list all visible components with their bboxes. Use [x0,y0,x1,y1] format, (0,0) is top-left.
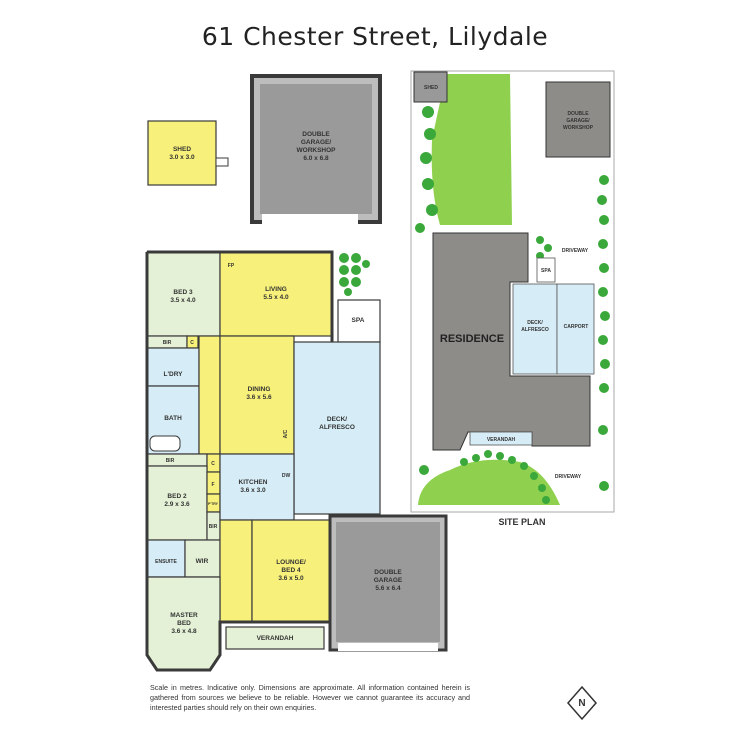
living-label: LIVING [265,286,287,293]
floor-plan-trees [339,253,370,296]
dining-label: DINING [248,386,271,393]
residence-label: RESIDENCE [440,333,504,345]
site-deck-label-1: DECK/ [527,320,543,326]
lounge-size: 3.6 x 5.0 [278,575,304,582]
site-workshop-label-1: DOUBLE [567,111,589,117]
site-deck-label-2: ALFRESCO [521,327,549,333]
living-room: FP LIVING 5.5 x 4.0 [219,251,333,337]
ac-label: A/C [283,429,289,438]
workshop-label-3: WORKSHOP [297,147,337,154]
wir-label: WIR [196,558,209,565]
bed2-room: BED 2 2.9 x 3.6 [146,465,208,541]
garage-room: DOUBLE GARAGE 5.6 x 6.4 [328,514,448,652]
deck-label-1: DECK/ [327,416,347,423]
bed3-size: 3.5 x 4.0 [170,297,196,304]
bir-label-2: BIR [166,458,175,464]
verandah-area: VERANDAH [225,626,325,650]
laundry-room: L'DRY [146,347,200,387]
bed3-label: BED 3 [173,289,193,296]
garage-label-1: DOUBLE [374,569,402,576]
lounge-label-1: LOUNGE/ [276,559,306,566]
shed-label: SHED [173,146,191,153]
workshop-label-2: GARAGE/ [301,139,332,146]
pantry-label: P'TRY [208,502,219,506]
workshop-label-1: DOUBLE [302,131,330,138]
bir-label-1: BIR [163,340,172,346]
site-plan-caption: SITE PLAN [498,517,545,527]
fridge-label: F [211,482,214,488]
kitchen-label: KITCHEN [239,479,268,486]
master-bed-room: MASTER BED 3.6 x 4.8 [146,576,221,671]
kitchen-room: KITCHEN 3.6 x 3.0 DW [219,453,295,521]
page-title: 61 Chester Street, Lilydale [201,22,549,51]
dining-size: 3.6 x 5.6 [246,394,272,401]
site-driveway-top-label: DRIVEWAY [562,248,589,254]
disclaimer-text: Scale in metres. Indicative only. Dimens… [150,683,470,712]
site-verandah-label: VERANDAH [487,437,516,443]
compass-label: N [578,698,585,709]
cupboard-label-2: C [211,461,215,467]
garage-label-2: GARAGE [374,577,403,584]
ensuite-label: ENSUITE [155,559,177,565]
workshop-size: 6.0 x 6.8 [303,155,329,162]
laundry-label: L'DRY [164,371,184,378]
living-size: 5.5 x 4.0 [263,294,289,301]
deck-label-2: ALFRESCO [319,424,355,431]
wir-room: WIR [184,539,221,578]
site-spa-label: SPA [541,268,551,274]
verandah-label: VERANDAH [257,635,294,642]
kitchen-size: 3.6 x 3.0 [240,487,266,494]
cupboard-label-1: C [190,340,194,346]
shed-room: SHED 3.0 x 3.0 [147,120,229,186]
site-shed-label: SHED [424,85,438,91]
garage-size: 5.6 x 6.4 [375,585,401,592]
site-workshop-label-3: WORKSHOP [563,125,594,131]
shed-size: 3.0 x 3.0 [169,154,195,161]
spa-area: SPA [337,299,381,343]
north-compass-icon: N [567,685,597,721]
bed2-label: BED 2 [167,493,187,500]
spa-label: SPA [352,317,365,324]
bir-label-3: BIR [209,524,218,530]
ensuite-room: ENSUITE [146,539,186,578]
site-plan-trees [415,106,610,504]
bed3-room: BED 3 3.5 x 4.0 [146,251,221,337]
site-carport-label: CARPORT [564,324,589,330]
dining-room: DINING 3.6 x 5.6 A/C [219,335,295,455]
site-workshop-label-2: GARAGE/ [566,118,590,124]
site-plan: SHED DOUBLE GARAGE/ WORKSHOP RESIDENCE D… [410,70,615,527]
master-label-1: MASTER [170,612,198,619]
site-driveway-bottom-label: DRIVEWAY [555,474,582,480]
bath-room: BATH [146,385,200,455]
bed2-size: 2.9 x 3.6 [164,501,190,508]
bath-label: BATH [164,415,182,422]
master-size: 3.6 x 4.8 [171,628,197,635]
lounge-label-2: BED 4 [281,567,301,574]
workshop-room: DOUBLE GARAGE/ WORKSHOP 6.0 x 6.8 [250,74,382,224]
fireplace-label: FP [228,263,235,269]
master-label-2: BED [177,620,191,627]
lounge-room: LOUNGE/ BED 4 3.6 x 5.0 [251,519,331,623]
dishwasher-label: DW [282,473,291,479]
deck-area: DECK/ ALFRESCO [293,341,381,515]
